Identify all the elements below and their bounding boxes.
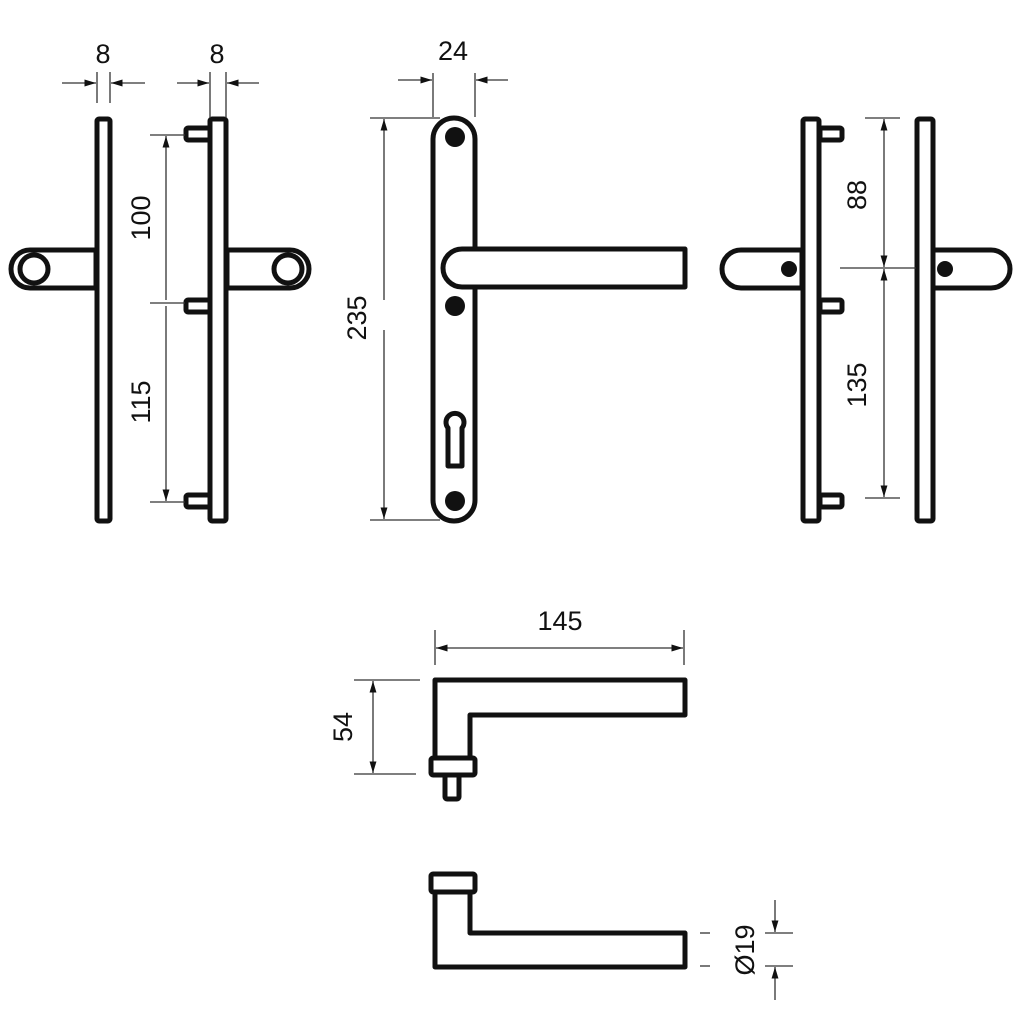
side-view-left: 8 bbox=[8, 39, 145, 524]
lower-spacing-label: 115 bbox=[126, 380, 156, 423]
length-label: 145 bbox=[537, 606, 582, 636]
height-label: 235 bbox=[342, 295, 372, 340]
width-label: 8 bbox=[95, 39, 110, 69]
upper-spacing-label: 100 bbox=[126, 195, 156, 240]
lever-bottom-view: Ø19 bbox=[428, 871, 793, 1000]
rear-views: 88 135 bbox=[719, 116, 1013, 524]
lower-label: 135 bbox=[842, 362, 872, 407]
upper-label: 88 bbox=[842, 180, 872, 210]
diameter-label: Ø19 bbox=[730, 924, 760, 975]
width-label: 8 bbox=[209, 39, 224, 69]
lever-top-view: 145 54 bbox=[328, 606, 688, 802]
width-label: 24 bbox=[438, 36, 468, 66]
height-label: 54 bbox=[328, 712, 358, 742]
front-view: 24 235 bbox=[342, 36, 688, 524]
side-view-pins: 8 100 115 bbox=[126, 39, 312, 524]
